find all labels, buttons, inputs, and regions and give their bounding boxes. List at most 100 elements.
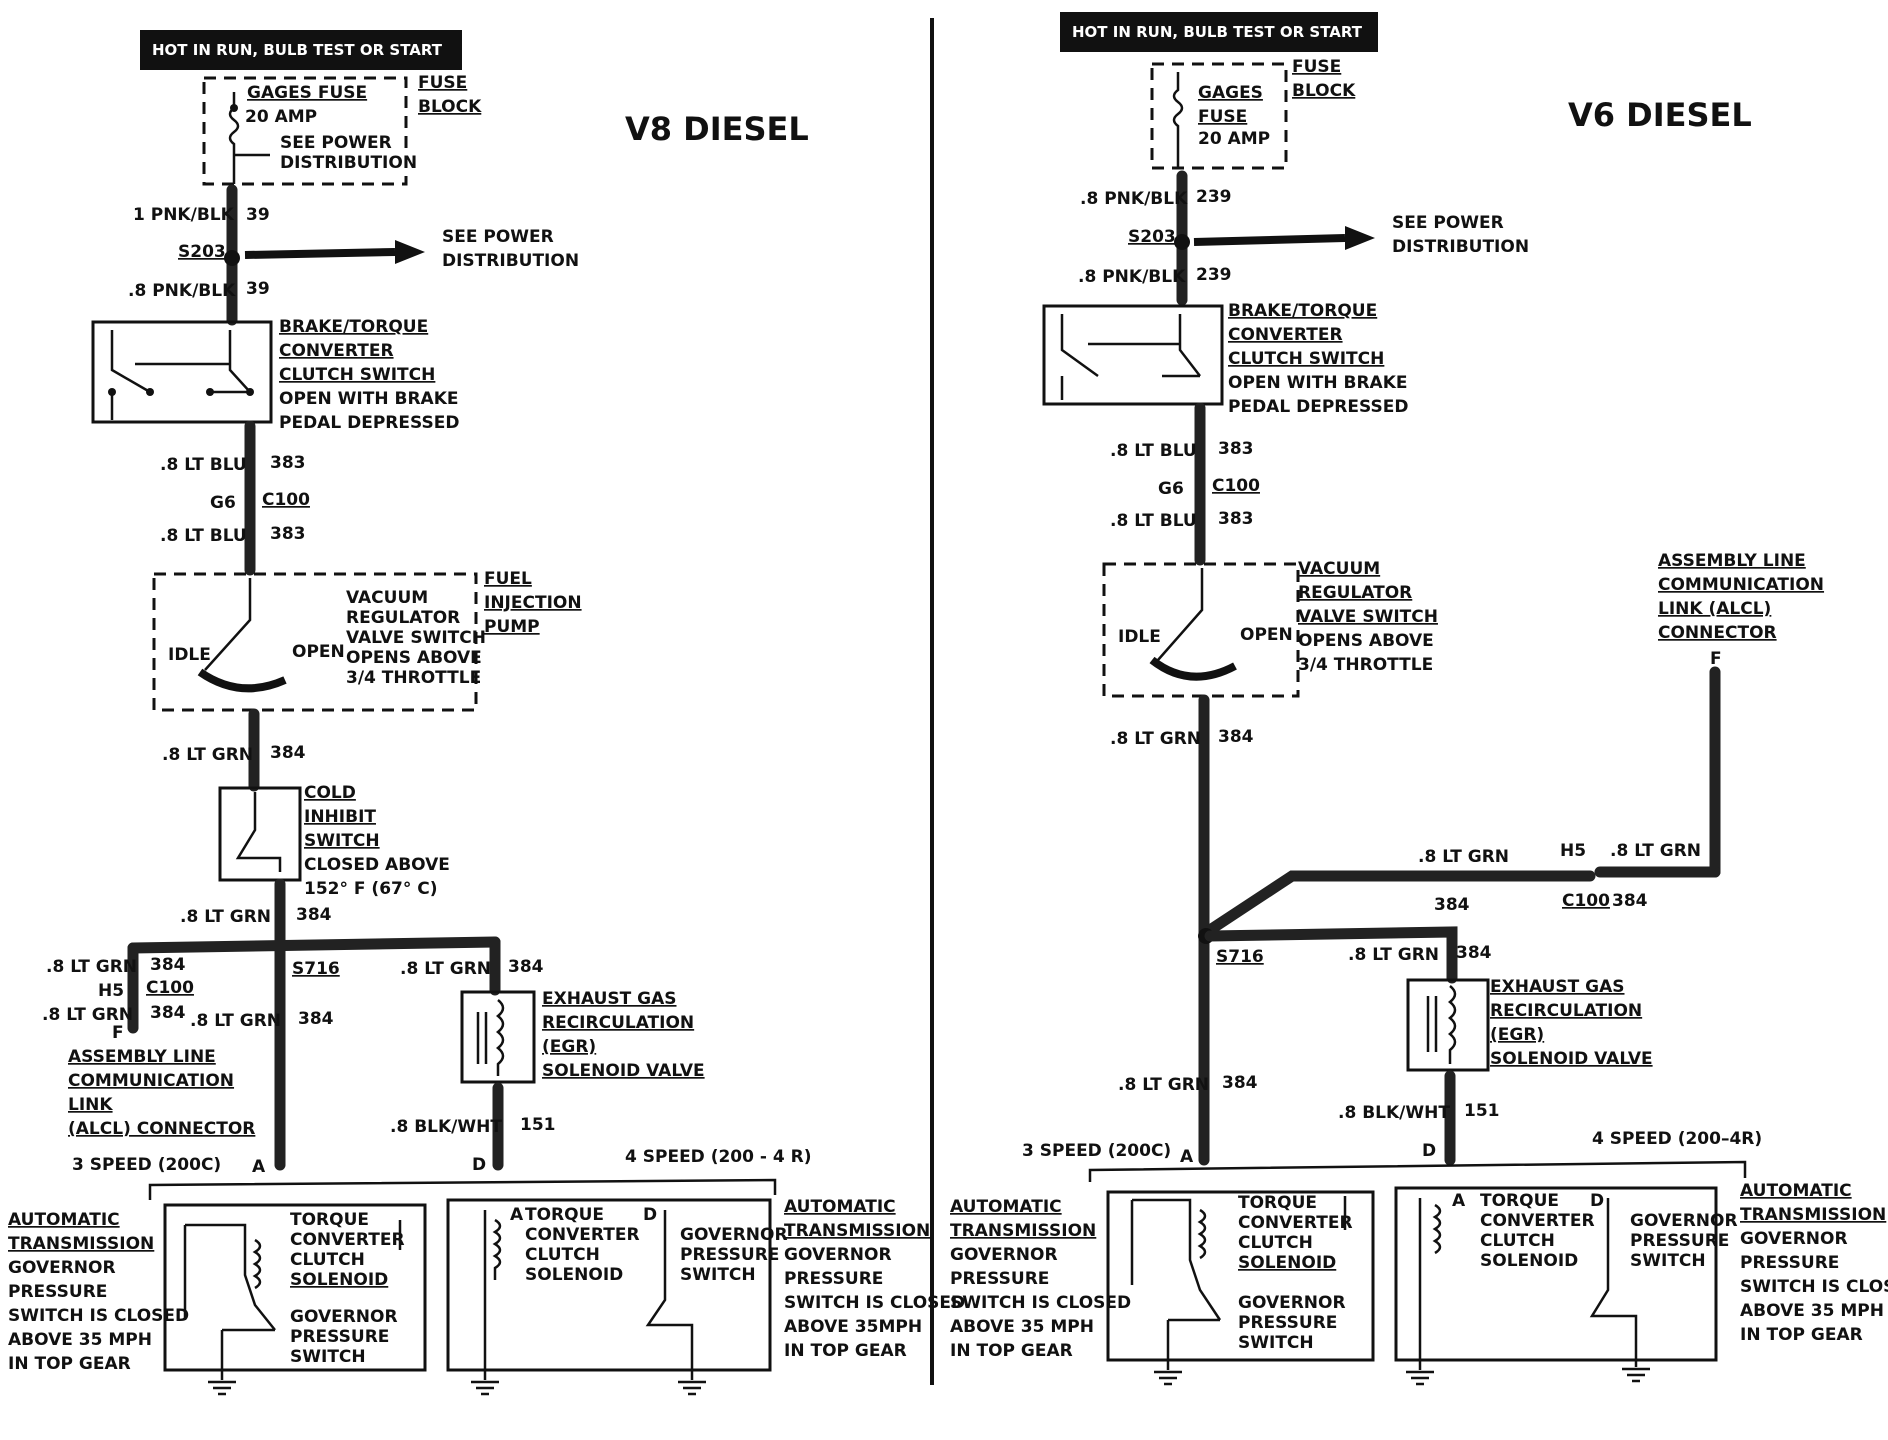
wire-39b-number: 39 (246, 279, 270, 299)
gov-right-2: PRESSURE (1238, 1313, 1337, 1333)
page-title: V8 DIESEL (625, 110, 809, 148)
vacuum-switch-arc (197, 668, 287, 693)
wire-384-label-right: .8 LT GRN (1110, 729, 1201, 749)
vac-open: OPEN (292, 642, 345, 662)
splice-s716-label: S716 (292, 959, 340, 979)
atr-right-5: SWITCH IS CLOSED (1740, 1277, 1888, 1297)
vac-right-3: VALVE SWITCH (1298, 607, 1438, 627)
egr-right-1: EXHAUST GAS (1490, 977, 1625, 997)
gov-label-3: SWITCH (290, 1347, 366, 1367)
egr-label-3: (EGR) (542, 1037, 596, 1057)
fip-label-3: PUMP (484, 617, 540, 637)
tcc-label-4: SOLENOID (290, 1270, 388, 1290)
wire-384-d-number: 384 (150, 1003, 186, 1023)
speed4-right: 4 SPEED (200–4R) (1592, 1129, 1762, 1149)
see-power-arrow (244, 248, 396, 259)
brake-label-4: OPEN WITH BRAKE (279, 389, 458, 409)
tcc-right-3: CLUTCH (1238, 1233, 1313, 1253)
atr-right-2: TRANSMISSION (1740, 1205, 1886, 1225)
wire-239-number: 239 (1196, 187, 1232, 207)
fuel-injection-pump-box (152, 572, 478, 712)
wire-384-branch (127, 936, 501, 954)
alcl-right-1: ASSEMBLY LINE (1658, 551, 1806, 571)
wire-384-d-label: .8 LT GRN (42, 1005, 133, 1025)
wire-384-e-number: 384 (298, 1009, 334, 1029)
see-power-b-right: DISTRIBUTION (1392, 237, 1529, 257)
gov-label-1: GOVERNOR (290, 1307, 398, 1327)
vac-label-2: REGULATOR (346, 608, 460, 628)
v6-diesel-panel: HOT IN RUN, BULB TEST OR START V6 DIESEL… (950, 12, 1888, 1386)
connector-h5: H5 (98, 981, 124, 1001)
trans-3speed-circuit (183, 1220, 402, 1375)
wire-384-low-number-right: 384 (1222, 1073, 1258, 1093)
ground-icon (678, 1375, 706, 1396)
gov4-label-2: PRESSURE (680, 1245, 779, 1265)
egr-right-4: SOLENOID VALVE (1490, 1049, 1653, 1069)
fuse-icon (228, 92, 240, 184)
pin-d-inner-right: D (1590, 1191, 1604, 1211)
pin-d-inner: D (643, 1205, 657, 1225)
wire-384-h-number-right: 384 (1434, 895, 1470, 915)
atr-left-3: GOVERNOR (784, 1245, 892, 1265)
vac-label-5: 3/4 THROTTLE (346, 668, 481, 688)
trans-bracket (148, 1178, 777, 1200)
wire-384-h2-label-right: .8 LT GRN (1610, 841, 1701, 861)
wire-151-label-right: .8 BLK/WHT (1338, 1103, 1450, 1123)
atr-left-4: PRESSURE (784, 1269, 883, 1289)
brake-right-1: BRAKE/TORQUE (1228, 301, 1377, 321)
brake-right-2: CONVERTER (1228, 325, 1343, 345)
atg-right-2: TRANSMISSION (950, 1221, 1096, 1241)
alcl-label-2: COMMUNICATION (68, 1071, 234, 1091)
banner-text: HOT IN RUN, BULB TEST OR START (152, 41, 443, 59)
cold-inhibit-contact (235, 792, 282, 872)
vac-open-right: OPEN (1240, 625, 1293, 645)
wire-239-label: .8 PNK/BLK (1080, 189, 1188, 209)
fuse-icon-right (1172, 72, 1184, 168)
cold-label-1: COLD (304, 783, 356, 803)
cold-label-3: SWITCH (304, 831, 380, 851)
cold-inhibit-switch-box (218, 786, 302, 882)
page-title-right: V6 DIESEL (1568, 96, 1752, 134)
egr-solenoid-box (460, 990, 536, 1084)
atr-right-3: GOVERNOR (1740, 1229, 1848, 1249)
wire-383b-label: .8 LT BLU (160, 526, 247, 546)
tcc4-right-2: CONVERTER (1480, 1211, 1595, 1231)
see-power-arrowhead-right (1345, 226, 1375, 250)
tcc4-label-3: CLUTCH (525, 1245, 600, 1265)
wire-384-a-number: 384 (270, 743, 306, 763)
pin-a-top-right: A (1180, 1147, 1194, 1167)
atg-right-6: ABOVE 35 MPH (950, 1317, 1094, 1337)
vac-right-2: REGULATOR (1298, 583, 1412, 603)
alcl-right-4: CONNECTOR (1658, 623, 1777, 643)
connector-g6: G6 (210, 493, 236, 513)
fuse-b-right: FUSE (1198, 107, 1247, 127)
alcl-label-1: ASSEMBLY LINE (68, 1047, 216, 1067)
gov4-label-1: GOVERNOR (680, 1225, 788, 1245)
atg-left-6: ABOVE 35 MPH (8, 1330, 152, 1350)
wire-384-h2-number-right: 384 (1612, 891, 1648, 911)
tcc4-right-4: SOLENOID (1480, 1251, 1578, 1271)
fuse-block-b-right: BLOCK (1292, 81, 1356, 101)
atg-right-3: GOVERNOR (950, 1245, 1058, 1265)
tcc4-label-1: TORQUE (525, 1205, 604, 1225)
hot-in-run-banner-right (1060, 12, 1378, 52)
wire-384-e-label: .8 LT GRN (190, 1011, 281, 1031)
vacuum-contact-right (1157, 568, 1204, 661)
brake-label-2: CONVERTER (279, 341, 394, 361)
splice-s203 (224, 250, 240, 266)
wire-384-egr-number-right: 384 (1456, 943, 1492, 963)
see-power-arrow-right (1193, 234, 1346, 246)
splice-s203-label: S203 (178, 242, 226, 262)
fuse-see-power-a: SEE POWER (280, 133, 392, 153)
vac-label-1: VACUUM (346, 588, 428, 608)
connector-c100-right: C100 (1212, 476, 1260, 496)
fuse-block-label-a: FUSE (418, 73, 467, 93)
alcl-label-4: (ALCL) CONNECTOR (68, 1119, 255, 1139)
hot-in-run-banner (140, 30, 462, 70)
pin-d-top: D (472, 1155, 486, 1175)
atr-right-7: IN TOP GEAR (1740, 1325, 1863, 1345)
wire-383b-number-right: 383 (1218, 509, 1254, 529)
wire-151-number-right: 151 (1464, 1101, 1500, 1121)
splice-s203-label-right: S203 (1128, 227, 1176, 247)
